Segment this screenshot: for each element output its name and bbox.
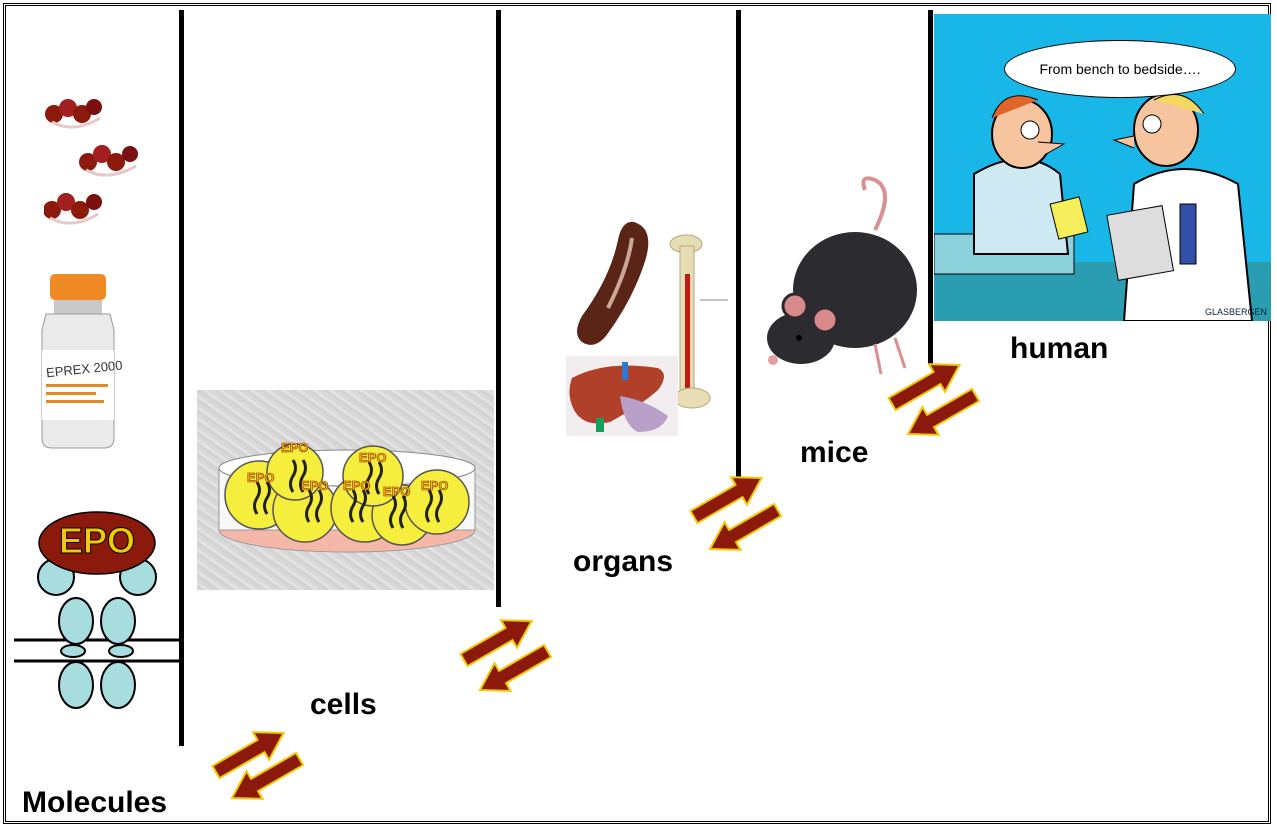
arrow-pair-organs-mice: [686, 464, 786, 563]
arrow-pair-cells-organs: [456, 607, 556, 704]
arrow-pair-mice-human: [884, 351, 984, 448]
arrow-pair-molecules-cells: [208, 719, 308, 812]
